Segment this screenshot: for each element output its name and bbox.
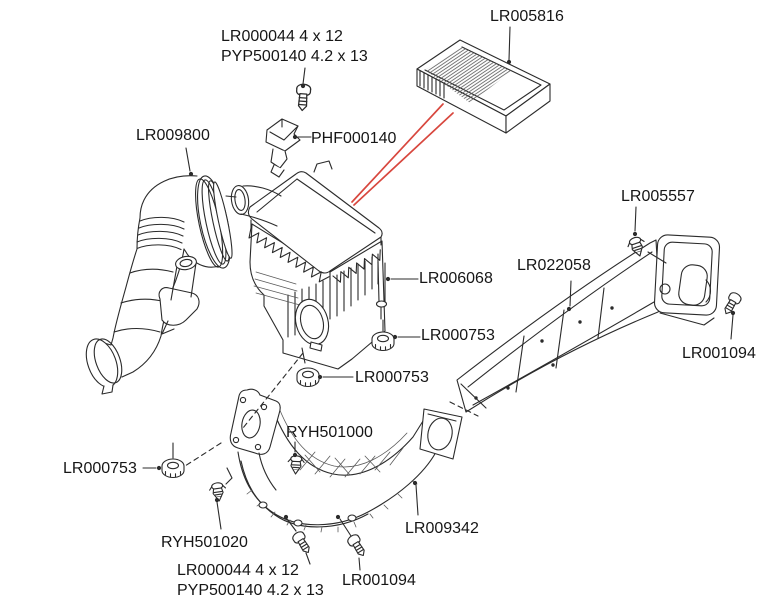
leader-lines	[142, 26, 736, 571]
intake-hose-drawing	[85, 175, 233, 395]
red-highlight-lines	[351, 103, 454, 206]
label-top-screw-note-line2: PYP500140 4.2 x 13	[221, 48, 368, 65]
maf-sensor-drawing	[265, 118, 301, 178]
label-grommet-right: LR000753	[421, 327, 495, 344]
grommet-drawing-mid	[296, 367, 320, 388]
label-screw-bottom: LR001094	[342, 572, 416, 589]
upper-duct-drawing	[456, 234, 721, 413]
label-air-filter: LR005816	[490, 8, 564, 25]
air-filter-drawing	[416, 39, 551, 134]
label-bottom-screw-note: LR000044 4 x 12 PYP500140 4.2 x 13	[177, 561, 324, 601]
label-duct-clip: LR005557	[621, 188, 695, 205]
screw-drawing-bottom-left	[290, 529, 314, 557]
dashed-assembly-lines	[184, 352, 479, 467]
label-bottom-screw-note-line2: PYP500140 4.2 x 13	[177, 582, 324, 599]
screw-drawing-bottom-right	[345, 532, 369, 560]
label-intake-hose: LR009800	[136, 127, 210, 144]
label-flange-clip: RYH501000	[286, 424, 373, 441]
label-grommet-left: LR000753	[63, 460, 137, 477]
air-cleaner-box-drawing	[230, 160, 388, 370]
label-top-screw-note: LR000044 4 x 12 PYP500140 4.2 x 13	[221, 27, 368, 67]
label-maf-sensor: PHF000140	[311, 130, 397, 147]
label-top-screw-note-line1: LR000044 4 x 12	[221, 28, 343, 45]
label-screw-right: LR001094	[682, 345, 756, 362]
label-bottom-screw-note-line1: LR000044 4 x 12	[177, 562, 299, 579]
label-lower-clip: RYH501020	[161, 534, 248, 551]
label-upper-duct: LR022058	[517, 257, 591, 274]
label-air-cleaner-box: LR006068	[419, 270, 493, 287]
label-grommet-mid: LR000753	[355, 369, 429, 386]
grommet-drawing-left	[161, 442, 185, 479]
grommet-drawing-right	[371, 319, 395, 352]
lower-duct-drawing	[225, 388, 463, 533]
label-lower-duct: LR009342	[405, 520, 479, 537]
